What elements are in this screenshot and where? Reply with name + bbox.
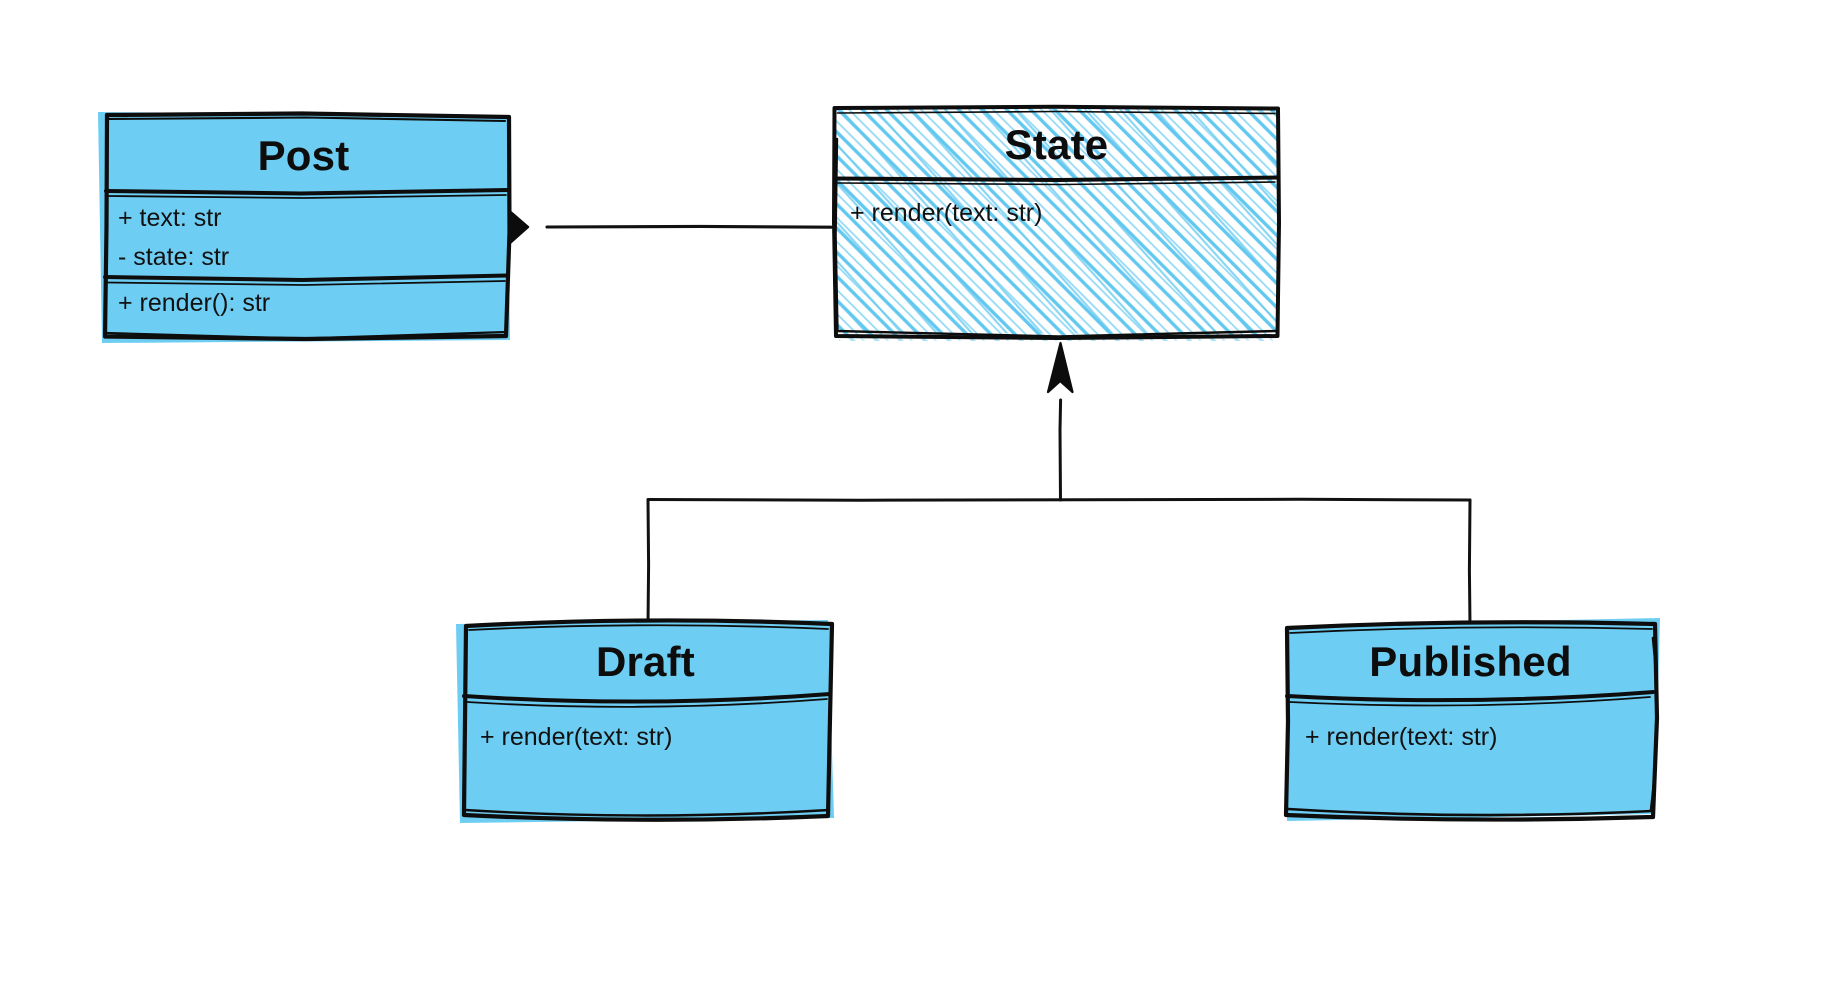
- uml-class-post[interactable]: Post + text: str - state: str + render()…: [96, 111, 512, 344]
- uml-class-published[interactable]: Published + render(text: str): [1281, 618, 1660, 823]
- published-box-shape: [1283, 618, 1660, 822]
- connector-post-state[interactable]: [489, 209, 833, 245]
- uml-class-draft[interactable]: Draft + render(text: str): [456, 618, 835, 823]
- post-box-shape: [98, 111, 512, 343]
- state-box-shape: [832, 104, 1281, 341]
- uml-class-state[interactable]: State + render(text: str): [831, 104, 1282, 341]
- draft-box-shape: [456, 618, 835, 823]
- connector-subclasses-state[interactable]: [646, 341, 1472, 627]
